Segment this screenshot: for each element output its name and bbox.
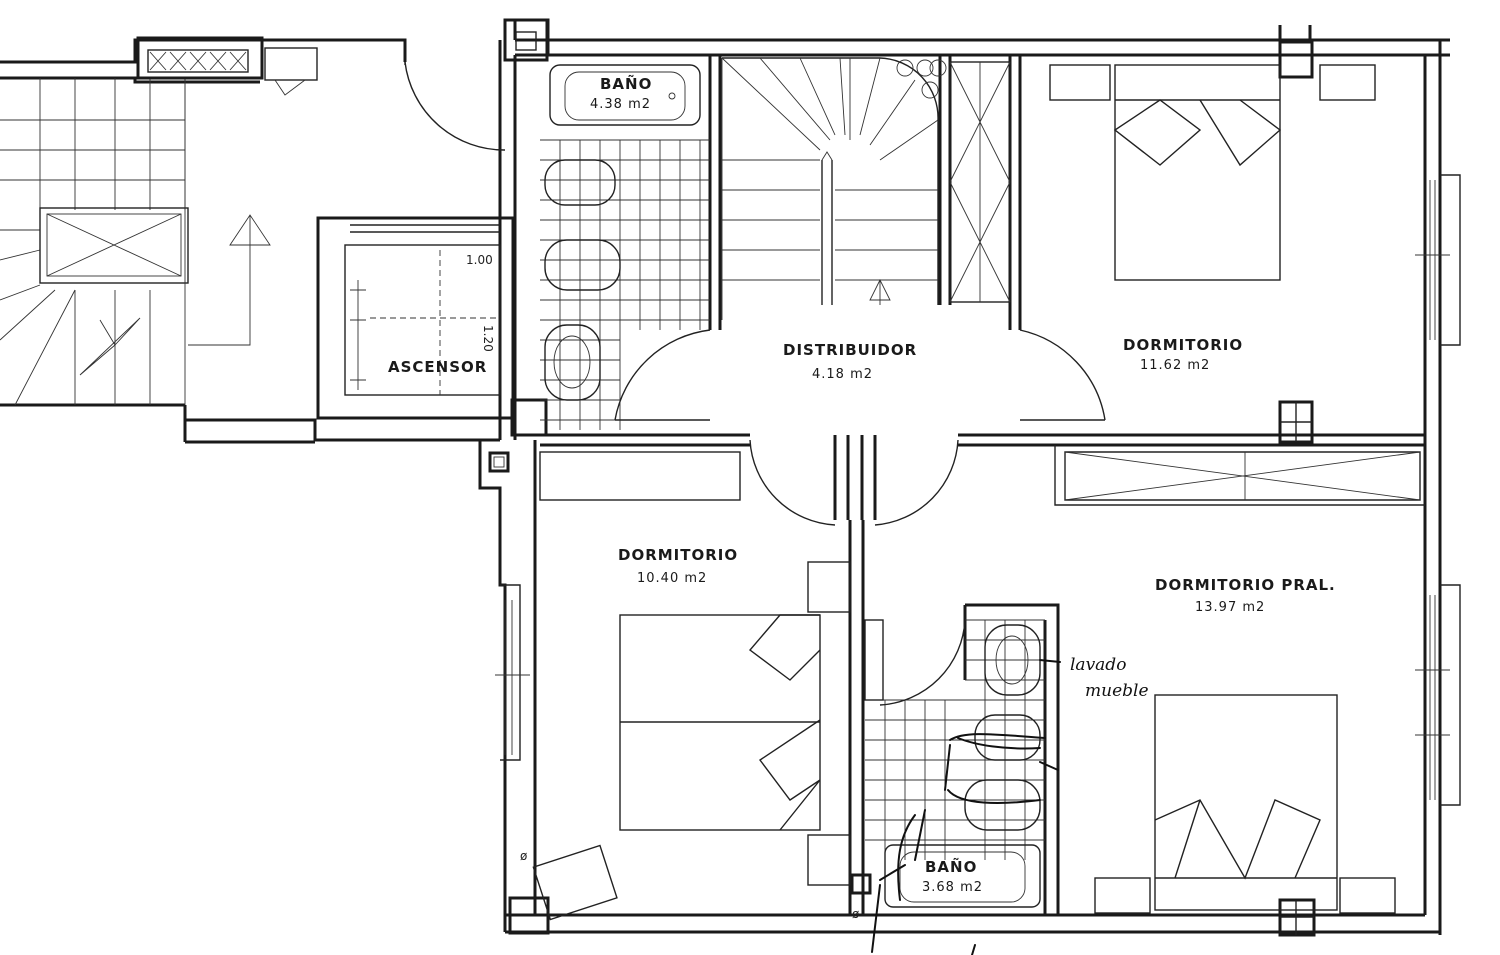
handwritten-note-line2: mueble (1085, 681, 1149, 701)
bathtub-1 (549, 64, 701, 126)
counter-meters (136, 36, 264, 80)
closet-sw (539, 451, 741, 501)
bathroom-1: BAÑO 4.38 m2 (540, 64, 710, 430)
nightstand-ne-1 (1049, 64, 1111, 101)
room-label-distribuidor: DISTRIBUIDOR (783, 341, 917, 359)
elevator-depth-dim: 1.20 (481, 325, 495, 352)
elevator-cabin (344, 244, 501, 396)
bedroom-ne: DORMITORIO 11.62 m2 (1049, 64, 1376, 373)
nightstand-master-1 (1094, 877, 1151, 914)
elevator-shaft (316, 216, 515, 420)
room-area-bano-2: 3.68 m2 (922, 880, 983, 895)
mailbox (264, 47, 318, 81)
tile-grid-2 (865, 619, 1045, 860)
windows (495, 180, 1450, 800)
hand-sketch: lavado mueble (871, 655, 1149, 955)
column-sw (508, 896, 550, 935)
bedroom-sw: DORMITORIO 10.40 m2 ø (520, 451, 851, 921)
room-area-distribuidor: 4.18 m2 (812, 367, 873, 382)
room-area-dormitorio-ne: 11.62 m2 (1140, 358, 1210, 373)
vent-shaft (488, 451, 510, 473)
bathroom-2: BAÑO 3.68 m2 ø (850, 619, 1045, 921)
wardrobe-mid (1064, 451, 1421, 501)
bed-master (1154, 694, 1338, 911)
toilet-2 (964, 779, 1041, 831)
room-area-bano-1: 4.38 m2 (590, 97, 651, 112)
nightstand-ne-2 (1319, 64, 1376, 101)
entry-door (403, 40, 506, 151)
wardrobe-top (949, 61, 1011, 303)
column-n (1278, 40, 1314, 79)
nightstand-sw-1 (807, 561, 851, 613)
bidet-1 (544, 159, 616, 206)
columns (488, 18, 1316, 937)
column-nw (503, 18, 549, 62)
main-walls (0, 18, 1461, 935)
room-label-bano-2: BAÑO (925, 857, 977, 876)
stair-well (39, 207, 189, 284)
master-bedroom: DORMITORIO PRAL. 13.97 m2 (1094, 576, 1396, 914)
elevator-width-dim: 1.00 (466, 253, 493, 267)
armchair-sw (532, 844, 618, 921)
room-label-dormitorio-sw: DORMITORIO (618, 546, 738, 564)
room-label-bano-1: BAÑO (600, 74, 652, 93)
room-label-dormitorio-ne: DORMITORIO (1123, 336, 1243, 354)
common-staircase (0, 36, 318, 406)
interior-staircase (721, 57, 947, 320)
drain-symbol-2: ø (852, 907, 859, 921)
elevator: 1.00 1.20 (316, 216, 515, 420)
nightstand-sw-2 (807, 834, 851, 886)
room-area-dormitorio-sw: 10.40 m2 (637, 571, 707, 586)
room-area-dormitorio-pral: 13.97 m2 (1195, 600, 1265, 615)
distribuidor: DISTRIBUIDOR 4.18 m2 (614, 329, 1106, 526)
toilet-1 (544, 239, 621, 291)
sink-1 (544, 324, 601, 401)
column-center-w (510, 398, 548, 437)
room-label-dormitorio-pral: DORMITORIO PRAL. (1155, 576, 1336, 594)
bathtub-2 (884, 844, 1041, 908)
handwritten-note-line1: lavado (1070, 655, 1126, 675)
room-label-ascensor: ASCENSOR (388, 358, 487, 376)
nightstand-master-2 (1339, 877, 1396, 914)
bed-ne (1114, 64, 1281, 281)
drain-symbol-1: ø (520, 849, 527, 863)
